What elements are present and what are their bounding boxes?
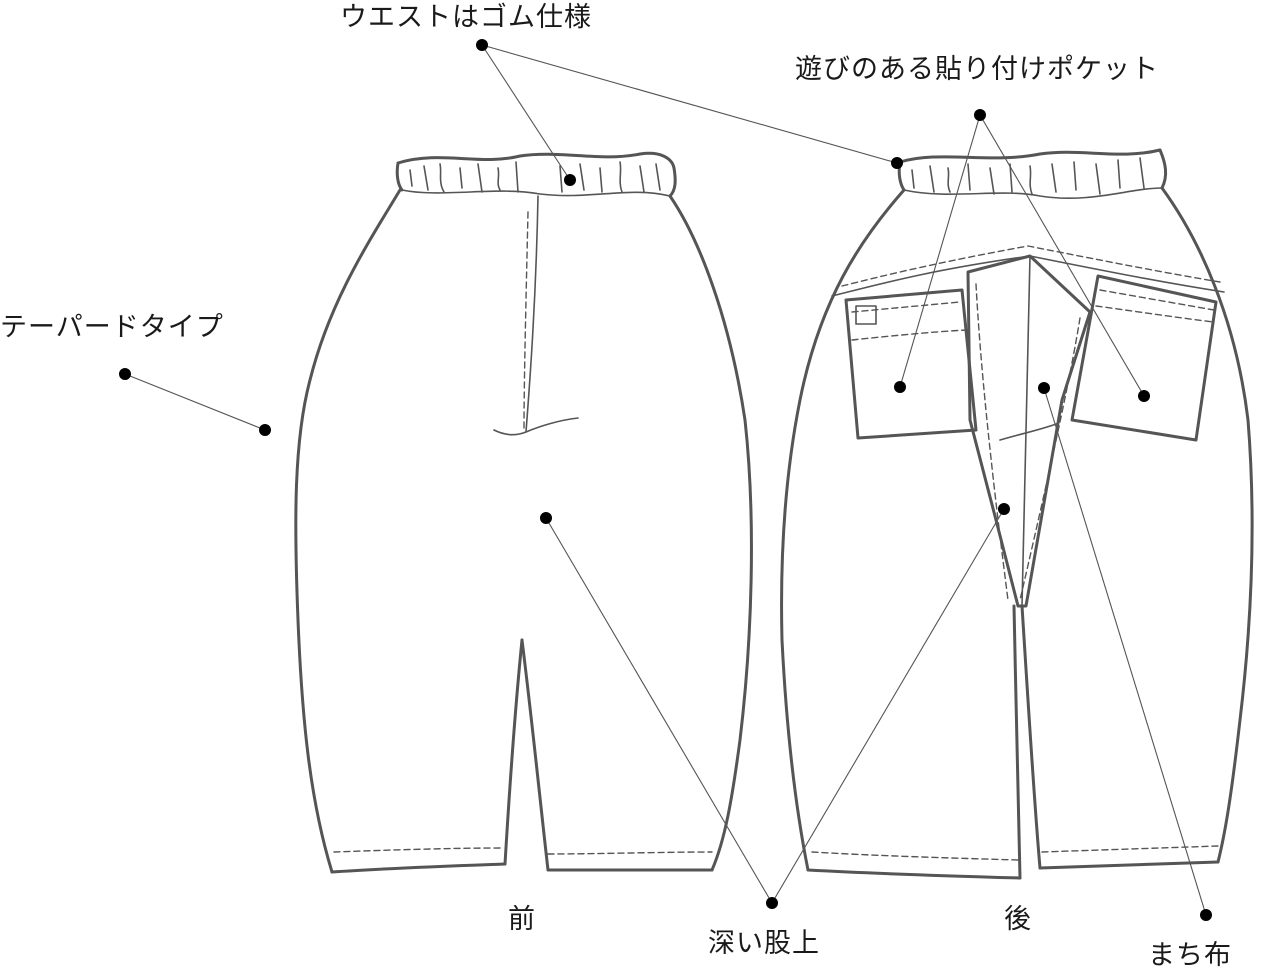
- gusset-panel: [966, 254, 1092, 608]
- back-inseam-right: [1020, 604, 1042, 870]
- callout-dots: [119, 39, 1212, 921]
- front-waistband-gathers: [409, 161, 661, 193]
- dot-pocket-right: [1138, 390, 1150, 402]
- front-waistband-bottom: [401, 189, 671, 197]
- front-waistband-top: [396, 151, 676, 170]
- dot-waist-origin: [476, 39, 488, 51]
- back-right-hem-stitch: [1041, 845, 1219, 853]
- back-center-seam: [1021, 255, 1031, 607]
- back-left-hem-stitch: [811, 851, 1019, 861]
- leader-tapered: [124, 373, 266, 431]
- back-waistband-top: [898, 148, 1162, 164]
- front-right-side: [668, 194, 753, 872]
- back-right-hem: [1038, 860, 1220, 870]
- gusset-stitch-right: [1019, 317, 1081, 601]
- leader-waist-back: [481, 44, 898, 164]
- dot-pocket-origin: [974, 109, 986, 121]
- label-back: 後: [1004, 904, 1032, 935]
- front-left-hem: [330, 862, 507, 874]
- label-front: 前: [508, 904, 536, 935]
- leader-pocket-left: [899, 114, 981, 388]
- back-left-pocket: [844, 288, 978, 440]
- dot-gusset-origin: [1200, 909, 1212, 921]
- back-pocket-tag: [855, 305, 877, 325]
- dot-pocket-left: [894, 381, 906, 393]
- label-pocket: 遊びのある貼り付けポケット: [795, 54, 1159, 85]
- dot-waist-front: [564, 174, 576, 186]
- front-right-hem-stitch: [547, 851, 713, 855]
- leader-lines: [124, 44, 1207, 916]
- back-left-side: [780, 188, 906, 872]
- front-fly-stitch: [523, 211, 529, 431]
- back-inseam-left: [1012, 604, 1022, 880]
- dot-gusset-target: [1038, 382, 1050, 394]
- back-right-pocket-stitch: [1095, 289, 1215, 323]
- back-yoke-stitch: [841, 245, 1221, 287]
- dot-crotch-back: [998, 503, 1010, 515]
- label-crotch: 深い股上: [708, 928, 820, 959]
- leader-crotch-back: [771, 508, 1005, 904]
- front-waistband-left: [395, 161, 404, 192]
- dot-tapered-origin: [119, 368, 131, 380]
- dot-crotch-front: [540, 512, 552, 524]
- back-pants: [780, 148, 1254, 880]
- front-waistband-right: [668, 166, 677, 198]
- back-waistband-bottom: [903, 187, 1163, 199]
- front-pants: [294, 151, 753, 874]
- leader-gusset: [1043, 387, 1207, 916]
- leader-pocket-right: [979, 114, 1145, 397]
- dot-crotch-origin: [766, 897, 778, 909]
- back-left-pocket-stitch: [851, 301, 967, 341]
- front-inseam-right: [520, 638, 550, 872]
- back-left-hem: [806, 868, 1022, 880]
- dot-tapered-target: [259, 424, 271, 436]
- back-waistband-right: [1158, 148, 1168, 190]
- label-waist: ウエストはゴム仕様: [340, 2, 592, 33]
- front-crotch-fold: [493, 417, 579, 436]
- front-center-seam: [525, 195, 539, 433]
- front-left-hem-stitch: [333, 847, 504, 853]
- back-crease: [999, 423, 1057, 441]
- leader-crotch-front: [545, 517, 773, 904]
- gusset-stitch-left: [975, 283, 1009, 601]
- leader-waist-front: [481, 44, 571, 181]
- back-right-pocket: [1070, 274, 1218, 442]
- label-tapered: テーパードタイプ: [0, 312, 224, 343]
- front-inseam-left: [503, 638, 524, 866]
- back-waistband-gathers: [911, 157, 1145, 195]
- dot-waist-back: [891, 157, 903, 169]
- label-gusset: まち布: [1148, 940, 1232, 971]
- back-right-side: [1160, 186, 1254, 864]
- front-left-side: [294, 188, 402, 874]
